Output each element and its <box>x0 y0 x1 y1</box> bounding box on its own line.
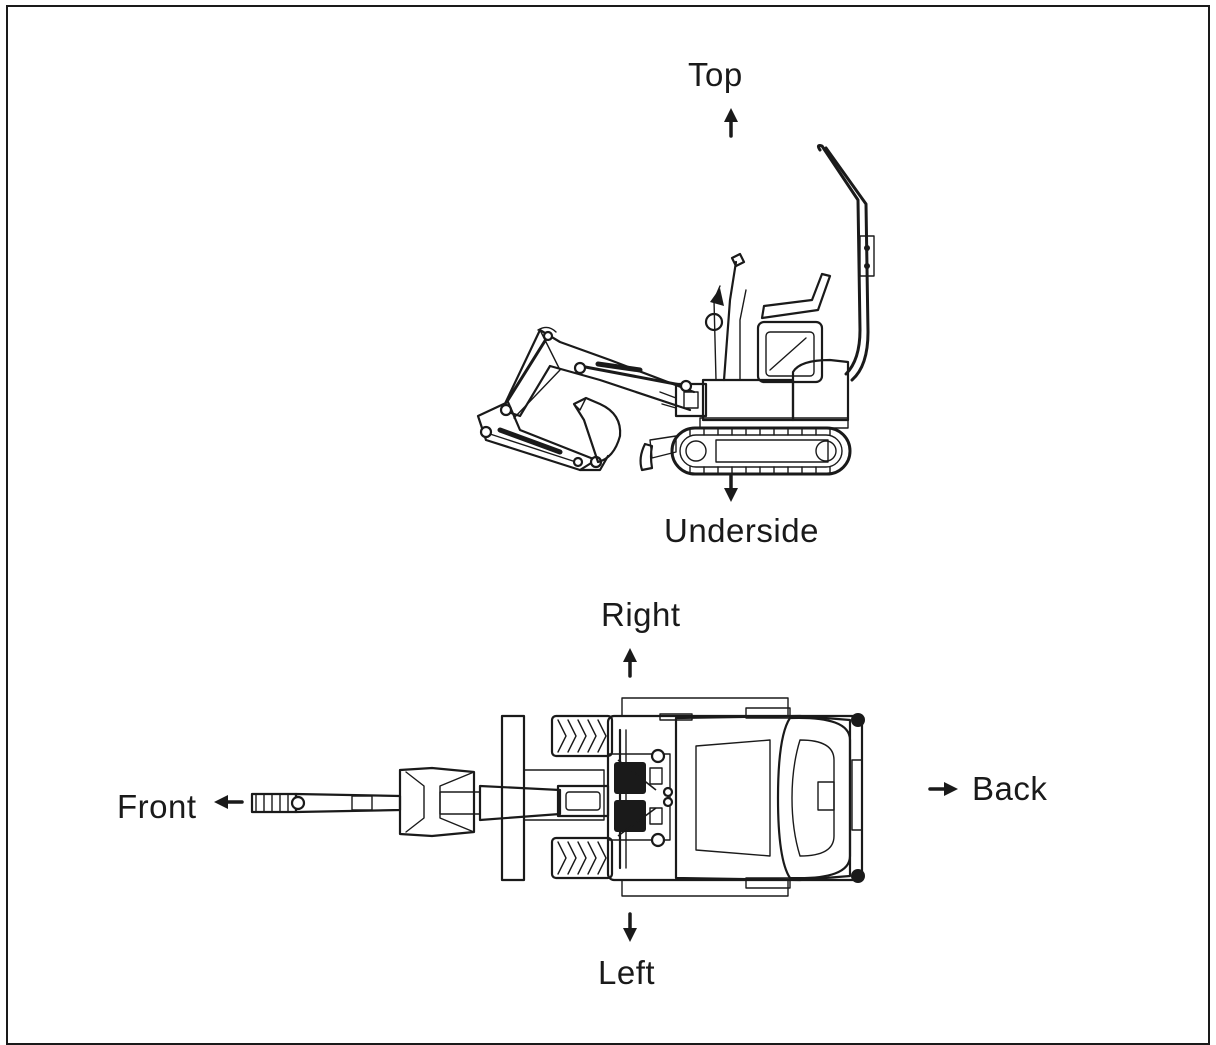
arrow-down-left-icon <box>623 912 637 942</box>
label-front: Front <box>117 788 197 825</box>
excavator-top-view <box>250 697 865 897</box>
label-top: Top <box>688 56 743 93</box>
label-right: Right <box>601 596 681 633</box>
arrow-up-top-icon <box>724 108 738 138</box>
arrow-down-underside-icon <box>724 474 738 502</box>
excavator-diagram <box>214 108 958 942</box>
excavator-side-view <box>476 144 875 476</box>
arrow-left-front-icon <box>214 795 244 809</box>
label-underside: Underside <box>664 512 819 549</box>
label-left: Left <box>598 954 656 991</box>
arrow-up-right-icon <box>623 648 637 678</box>
arrow-right-back-icon <box>928 782 958 796</box>
label-back: Back <box>972 770 1048 807</box>
